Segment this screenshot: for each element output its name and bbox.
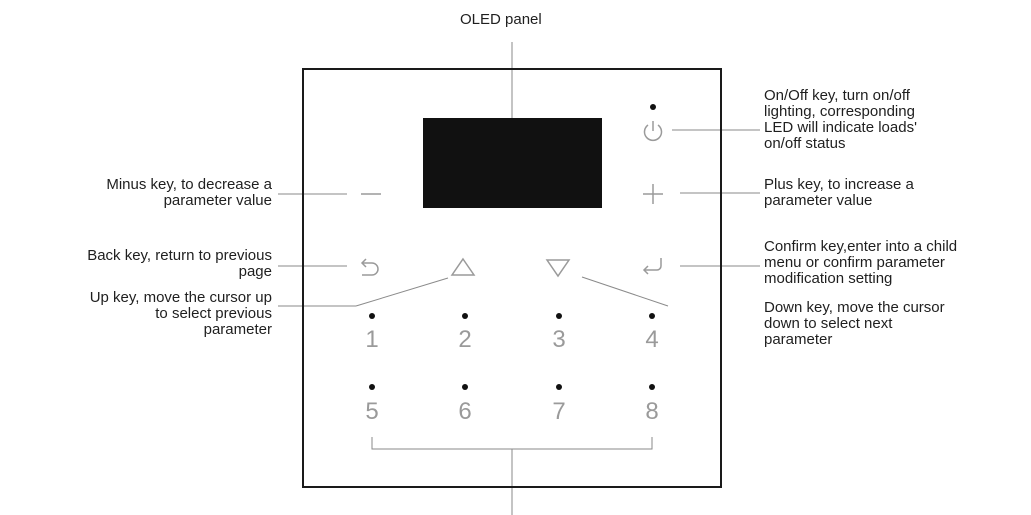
down-label: Down key, move the cursor down to select… [764,299,945,348]
channel-led-2 [462,313,468,319]
back-label: Back key, return to previous page [87,247,272,280]
channel-key-3[interactable]: 3 [552,326,566,353]
minus-icon[interactable] [358,186,384,202]
down-leader [581,276,669,307]
control-panel [302,68,722,488]
channel-led-7 [556,384,562,390]
channel-led-1 [369,313,375,319]
channel-key-1[interactable]: 1 [365,326,379,353]
oled-panel [423,118,602,208]
channel-key-6[interactable]: 6 [458,398,472,425]
channel-key-7[interactable]: 7 [552,398,566,425]
channel-led-8 [649,384,655,390]
channel-led-3 [556,313,562,319]
confirm-icon[interactable] [640,254,666,278]
oled-label: OLED panel [460,11,542,28]
up-label: Up key, move the cursor up to select pre… [89,289,272,338]
channel-key-5[interactable]: 5 [365,398,379,425]
channel-led-4 [649,313,655,319]
confirm-label: Confirm key,enter into a child menu or c… [764,238,958,287]
onoff-label: On/Off key, turn on/off lighting, corres… [764,87,917,152]
channel-key-4[interactable]: 4 [645,326,659,353]
minus-label: Minus key, to decrease a parameter value [106,176,272,209]
up-icon[interactable] [450,256,476,278]
plus-label: Plus key, to increase a parameter value [764,176,914,209]
channel-key-8[interactable]: 8 [645,398,659,425]
plus-icon[interactable] [640,181,666,207]
down-icon[interactable] [545,256,571,278]
power-led [650,104,656,110]
channel-led-5 [369,384,375,390]
channel-led-6 [462,384,468,390]
power-icon[interactable] [640,118,666,144]
back-icon[interactable] [357,254,383,278]
up-leader-diag [355,277,449,307]
channel-key-2[interactable]: 2 [458,326,472,353]
